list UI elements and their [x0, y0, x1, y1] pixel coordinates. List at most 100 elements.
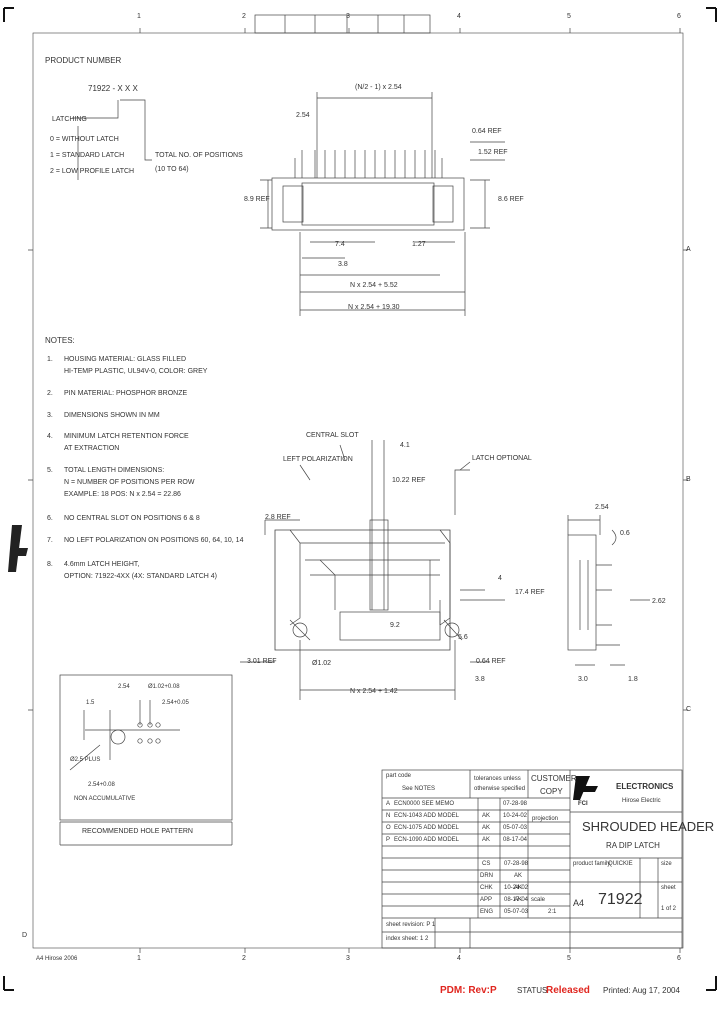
note-7-line-1: NO LEFT POLARIZATION ON POSITIONS 60, 64…	[64, 537, 244, 544]
dim-side-dia: Ø1.02	[312, 660, 332, 667]
zone-bottom-1: 1	[137, 955, 141, 962]
rev-n-code: N	[386, 813, 391, 819]
positions-label-2: (10 TO 64)	[155, 166, 189, 173]
dim-n1: N x 2.54 + 5.52	[350, 282, 398, 289]
zone-bottom-2: 2	[242, 955, 246, 962]
hole-dim-3: 2.54+0.05	[162, 700, 189, 706]
scale-label: scale	[531, 897, 546, 903]
tolerances-2: otherwise specified	[474, 786, 526, 792]
note-5-line-3: EXAMPLE: 18 POS: N x 2.54 = 22.86	[64, 491, 181, 498]
notes-heading: NOTES:	[45, 336, 75, 345]
app-eng-role: ENG	[480, 909, 494, 915]
app-drn-role: DRN	[480, 873, 493, 879]
size-label: size	[661, 861, 672, 867]
hole-dim-4: 1.5	[86, 700, 95, 706]
tolerances-1: tolerances unless	[474, 776, 521, 782]
dim-overall: (N/2 - 1) x 2.54	[355, 84, 402, 91]
zone-top-6: 6	[677, 13, 681, 20]
zone-bottom-6: 6	[677, 955, 681, 962]
projection-label: projection	[532, 816, 559, 822]
zone-side-a: A	[686, 246, 691, 253]
note-8-line-1: 4.6mm LATCH HEIGHT,	[64, 561, 140, 568]
dim-side-17-4: 17.4 REF	[515, 589, 545, 596]
latching-label: LATCHING	[52, 116, 87, 123]
note-2-line-1: PIN MATERIAL: PHOSPHOR BRONZE	[64, 390, 188, 397]
dim-side-2-8: 2.8 REF	[265, 514, 291, 521]
zone-top-3: 3	[346, 13, 350, 20]
latch-option-1: 1 = STANDARD LATCH	[50, 152, 125, 159]
app-chk-role: CHK	[480, 885, 493, 891]
dim-side-0-6: 0.64 REF	[476, 658, 506, 665]
size-value: A4	[573, 898, 585, 908]
rev-a-date: 07-28-98	[503, 801, 528, 807]
hole-dim-5: Ø2.5 PLUS	[70, 757, 101, 763]
dim-n2: N x 2.54 + 19.30	[348, 304, 400, 311]
dim-side-4: 4	[498, 575, 502, 582]
zone-side-d: D	[22, 932, 28, 939]
printed-date: Printed: Aug 17, 2004	[603, 986, 680, 995]
rev-p-code: P	[386, 837, 391, 843]
dim-height-left: 8.9 REF	[244, 196, 270, 203]
app-eng-date: 08-17-04	[504, 897, 529, 903]
hole-dim-6: 2.54+0.08	[88, 782, 115, 788]
positions-label-1: TOTAL NO. OF POSITIONS	[155, 152, 243, 159]
rev-o-by: AK	[482, 825, 491, 831]
status-value: Released	[546, 985, 590, 996]
dim-right-1: 1.52 REF	[478, 149, 508, 156]
rev-o-date: 05-07-03	[503, 825, 528, 831]
rev-a-desc: ECN0000 SEE MEMO	[394, 801, 455, 807]
app-chk-date: 10-24-02	[504, 885, 529, 891]
dim-height-right: 8.6 REF	[498, 196, 524, 203]
product-number-code: 71922 - X X X	[88, 84, 138, 93]
rev-n-by: AK	[482, 813, 491, 819]
dim-dia-ref: 0.64 REF	[472, 128, 502, 135]
dim-pin-angle: 0.6	[620, 530, 630, 537]
label-latch-optional: LATCH OPTIONAL	[472, 455, 532, 462]
pdm-revision: PDM: Rev:P	[440, 985, 497, 996]
note-1-line-2: HI-TEMP PLASTIC, UL94V-0, COLOR: GREY	[64, 368, 208, 375]
customer-copy-1: CUSTOMER	[531, 774, 577, 783]
logo-text: FCI	[578, 801, 588, 807]
rev-p-date: 08-17-04	[503, 837, 528, 843]
sheet-label: sheet	[661, 885, 676, 891]
zone-side-b: B	[686, 476, 691, 483]
dim-left-small: 2.54	[296, 112, 310, 119]
hole-pattern-label: RECOMMENDED HOLE PATTERN	[82, 828, 193, 835]
note-4-line-1: MINIMUM LATCH RETENTION FORCE	[64, 433, 189, 440]
dim-pin-1-8: 1.8	[628, 676, 638, 683]
sheet-value: 1 of 2	[661, 906, 677, 912]
note-3-num: 3.	[47, 412, 53, 419]
label-left-polarization: LEFT POLARIZATION	[283, 456, 353, 463]
dim-1-27: 1.27	[412, 241, 426, 248]
note-4-num: 4.	[47, 433, 53, 440]
customer-copy-2: COPY	[540, 787, 563, 796]
rev-n-desc: ECN-1043 ADD MODEL	[394, 813, 460, 819]
note-3-line-1: DIMENSIONS SHOWN IN MM	[64, 412, 160, 419]
zone-bottom-3: 3	[346, 955, 350, 962]
dim-pin-3-0: 3.0	[578, 676, 588, 683]
app-app-date: 05-07-03	[504, 909, 529, 915]
rev-a-code: A	[386, 801, 391, 807]
note-5-line-1: TOTAL LENGTH DIMENSIONS:	[64, 467, 165, 474]
dim-side-length: N x 2.54 + 1.42	[350, 688, 398, 695]
dim-side-3-8: 3.8	[475, 676, 485, 683]
dim-side-9-2: 9.2	[390, 622, 400, 629]
hole-dim-7: NON ACCUMULATIVE	[74, 796, 136, 802]
note-5-line-2: N = NUMBER OF POSITIONS PER ROW	[64, 479, 195, 486]
zone-top-2: 2	[242, 13, 246, 20]
dim-side-3-0: 3.01 REF	[247, 658, 277, 665]
rev-o-code: O	[386, 825, 391, 831]
note-6-line-1: NO CENTRAL SLOT ON POSITIONS 6 & 8	[64, 515, 200, 522]
note-4-line-2: AT EXTRACTION	[64, 445, 120, 452]
dim-side-10-22: 10.22 REF	[392, 477, 426, 484]
sheet-revision-row: sheet revision: P 1	[386, 922, 436, 928]
note-6-num: 6.	[47, 515, 53, 522]
dim-pin-2-62: 2.62	[652, 598, 666, 605]
zone-bottom-4: 4	[457, 955, 461, 962]
dim-side-5-6: 5.6	[458, 634, 468, 641]
product-family-value: QUICKIE	[608, 861, 633, 867]
zone-bottom-5: 5	[567, 955, 571, 962]
zone-side-c: C	[686, 706, 692, 713]
title-line-1: SHROUDED HEADER	[582, 819, 715, 834]
dim-7-4: 7.4	[335, 241, 345, 248]
